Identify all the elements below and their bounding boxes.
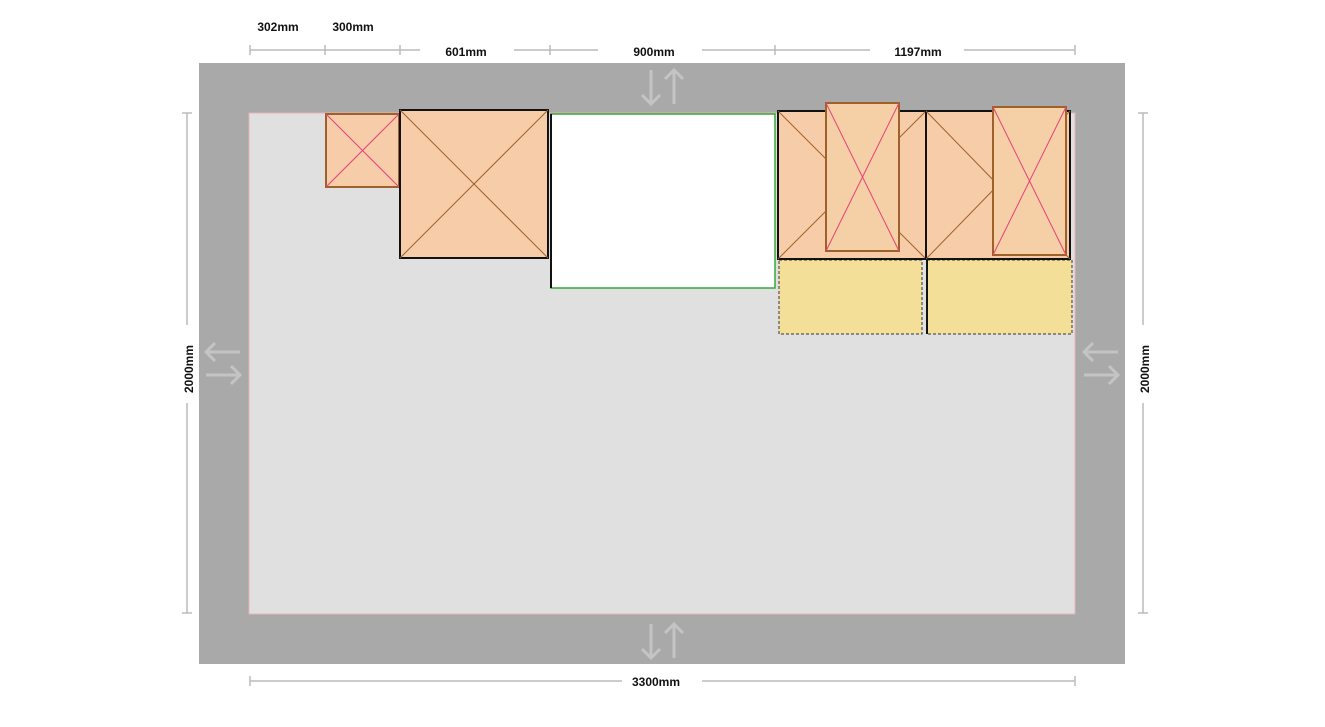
swap-horizontal-arrow-icon[interactable] bbox=[1081, 341, 1121, 386]
dimension-label-left-height: 2000mm bbox=[182, 345, 196, 393]
dimension-label-900: 900mm bbox=[633, 45, 674, 59]
worktop-section[interactable] bbox=[778, 259, 923, 335]
dimension-top-segments bbox=[249, 42, 1076, 58]
worktop-section[interactable] bbox=[926, 259, 1073, 335]
appliance-tall[interactable] bbox=[825, 102, 900, 252]
swap-horizontal-arrow-icon[interactable] bbox=[203, 341, 243, 386]
dimension-label-bottom-width: 3300mm bbox=[632, 675, 680, 689]
swap-vertical-arrow-icon[interactable] bbox=[640, 621, 685, 661]
dimension-label-right-height: 2000mm bbox=[1138, 345, 1152, 393]
dimension-left bbox=[178, 112, 196, 614]
dimension-label-302: 302mm bbox=[257, 20, 298, 34]
swap-vertical-arrow-icon[interactable] bbox=[640, 67, 685, 107]
dimension-right bbox=[1134, 112, 1152, 614]
dimension-bottom bbox=[249, 673, 1076, 689]
dimension-label-601: 601mm bbox=[445, 45, 486, 59]
dimension-label-1197: 1197mm bbox=[894, 45, 941, 59]
cabinet-small[interactable] bbox=[325, 113, 400, 188]
empty-slot[interactable] bbox=[550, 113, 776, 289]
cabinet-base[interactable] bbox=[399, 109, 549, 259]
appliance-tall[interactable] bbox=[992, 106, 1067, 256]
dimension-label-300: 300mm bbox=[332, 20, 373, 34]
